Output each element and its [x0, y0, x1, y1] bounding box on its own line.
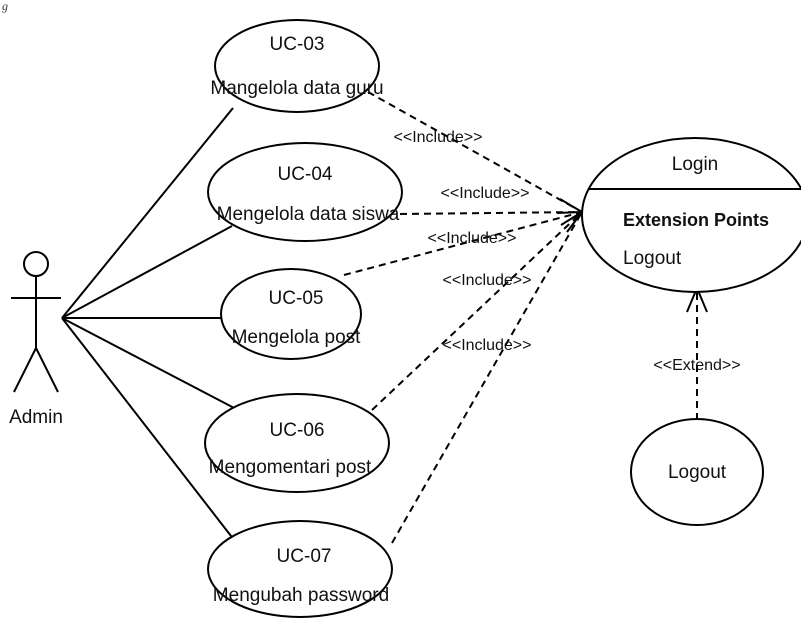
use-case-uc05-ellipse	[220, 268, 362, 360]
use-case-logout[interactable]: Logout	[630, 418, 764, 526]
use-case-uc06[interactable]: UC-06 Mengomentari post	[204, 393, 390, 493]
extension-points-heading: Extension Points	[623, 210, 769, 230]
use-case-uc04-ellipse	[207, 142, 403, 242]
use-case-uc04-name: Mengelola data siswa	[217, 204, 400, 225]
include-label-uc05: <<Include>>	[428, 230, 517, 247]
include-label-uc06: <<Include>>	[443, 272, 532, 289]
actor-head	[23, 251, 49, 277]
extend-dependency	[686, 285, 708, 420]
include-line-uc03	[367, 91, 583, 213]
relation-labels: <<Include>> <<Include>> <<Include>> <<In…	[394, 129, 741, 374]
actor-admin[interactable]: Admin	[9, 251, 63, 428]
extension-point-logout: Logout	[623, 248, 682, 269]
association-uc06	[61, 317, 239, 411]
include-dependencies	[343, 91, 583, 544]
use-case-uc03-id: UC-03	[270, 34, 325, 55]
use-case-uc05-name: Mengelola post	[232, 327, 362, 348]
include-label-uc04: <<Include>>	[441, 185, 530, 202]
association-uc03	[61, 107, 234, 319]
association-uc04	[61, 225, 233, 319]
extend-label: <<Extend>>	[653, 357, 740, 374]
use-case-uc05[interactable]: UC-05 Mengelola post	[220, 268, 362, 360]
use-case-login-ellipse	[581, 137, 801, 293]
include-line-uc04	[399, 211, 583, 215]
use-case-uc06-name: Mengomentari post	[209, 457, 372, 478]
actor-label: Admin	[9, 407, 63, 428]
include-line-uc05	[343, 211, 583, 276]
use-case-uc07-name: Mengubah password	[213, 585, 389, 606]
use-case-uc05-id: UC-05	[269, 288, 324, 309]
use-case-uc07[interactable]: UC-07 Mengubah password	[207, 520, 393, 618]
figure-caption: g	[2, 0, 8, 13]
include-arrowhead	[556, 198, 583, 233]
use-case-uc04-id: UC-04	[278, 164, 333, 185]
include-line-uc06	[371, 211, 583, 411]
actor-right-leg	[35, 347, 59, 393]
use-case-login-name: Login	[672, 154, 719, 175]
actor-left-leg	[13, 347, 37, 393]
include-line-uc07	[391, 211, 583, 544]
use-case-uc06-ellipse	[204, 393, 390, 493]
use-case-uc06-id: UC-06	[270, 420, 325, 441]
use-case-uc03-name: Mangelola data guru	[210, 78, 383, 99]
use-case-login[interactable]: Login Extension Points Logout	[581, 137, 801, 293]
associations	[61, 107, 239, 546]
use-case-uc07-ellipse	[207, 520, 393, 618]
use-case-uc04[interactable]: UC-04 Mengelola data siswa	[207, 142, 403, 242]
use-case-uc03[interactable]: UC-03 Mangelola data guru	[210, 19, 384, 113]
association-uc07	[61, 317, 239, 546]
use-case-logout-ellipse	[630, 418, 764, 526]
use-case-uc07-id: UC-07	[277, 546, 332, 567]
use-case-logout-name: Logout	[668, 462, 727, 483]
use-case-uc03-ellipse	[214, 19, 380, 113]
include-label-uc07: <<Include>>	[443, 337, 532, 354]
include-label-uc03: <<Include>>	[394, 129, 483, 146]
